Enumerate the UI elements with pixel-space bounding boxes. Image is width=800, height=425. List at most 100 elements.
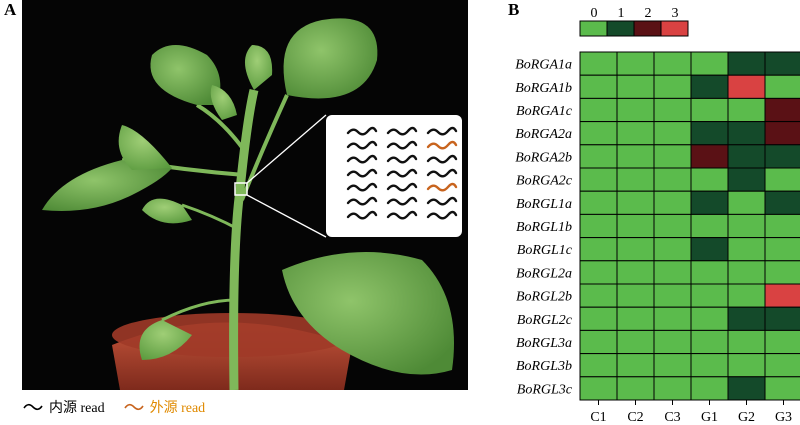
heatmap-cell [653,167,692,192]
heatmap-cell [764,329,800,355]
endogenous-read [346,196,378,206]
heatmap-cell [727,51,766,76]
row-label: BoRGL2b [516,290,572,305]
heatmap-cell [690,97,729,123]
endogenous-read [346,182,378,192]
heatmap-cell [764,144,800,169]
endogenous-read [346,210,378,220]
endogenous-read [346,140,378,150]
heatmap-cell [653,260,692,285]
heatmap-cell [727,237,766,262]
endogenous-read [426,126,458,136]
exogenous-wave-icon [123,403,144,411]
zoom-box [234,182,248,196]
row-label: BoRGL2c [517,313,573,328]
heatmap-cell [690,283,729,308]
heatmap-cell [653,376,692,401]
heatmap-cell [690,376,729,401]
heatmap-cell [579,329,618,355]
heatmap-cell [616,167,655,192]
heatmap-cell [579,353,618,378]
plant-illustration [22,0,468,390]
endogenous-read [386,154,418,164]
heatmap-cell [579,260,618,285]
column-label: G2 [738,410,755,425]
legend-endogenous-label: 内源 read [49,401,105,416]
endogenous-read [386,126,418,136]
heatmap-cell [579,167,618,192]
panel-b-letter: B [508,0,520,19]
heatmap-cell [727,306,766,331]
heatmap-cell [727,167,766,192]
heatmap-cell [616,51,655,76]
heatmap-cell [616,329,655,355]
heatmap-cell [690,353,729,378]
row-label: BoRGL1c [517,243,573,258]
row-label: BoRGL3b [516,359,572,374]
heatmap-cell [616,190,655,215]
column-label: G1 [701,410,718,425]
heatmap-cell [690,237,729,262]
legend-value-3: 3 [672,6,679,21]
heatmap-cell [727,260,766,285]
heatmap-cell [579,237,618,262]
heatmap-cell [616,121,655,146]
read-legend: 内源 read 外源 read [22,397,223,417]
legend-value-2: 2 [645,6,652,21]
legend-value-0: 0 [591,6,598,21]
heatmap-cell [653,283,692,308]
endogenous-read [426,196,458,206]
heatmap-cell [690,121,729,146]
endogenous-read [346,126,378,136]
endogenous-read [426,154,458,164]
heatmap-cell [653,213,692,239]
heatmap-cell [727,283,766,308]
heatmap-cell [653,74,692,99]
heatmap-cell [690,213,729,239]
endogenous-read [426,168,458,178]
heatmap-cell [579,144,618,169]
leaf-left [42,160,172,211]
heatmap-cell [579,376,618,401]
column-label: G3 [775,410,792,425]
heatmap-cell [764,121,800,146]
heatmap-cell [616,306,655,331]
heatmap-cell [579,306,618,331]
heatmap-cell [764,376,800,401]
heatmap-cell [727,74,766,99]
heatmap-cell [653,353,692,378]
heatmap-cell [616,213,655,239]
heatmap-cell [727,353,766,378]
row-label: BoRGA2a [515,127,572,142]
leaf-top-left [150,45,221,105]
endogenous-read [346,154,378,164]
heatmap-cell [764,97,800,123]
row-label: BoRGL1a [516,197,572,212]
legend-exogenous-label: 外源 read [149,401,206,416]
heatmap-cell [764,74,800,99]
endogenous-read [386,182,418,192]
endogenous-read [386,140,418,150]
leaf-top-right [283,18,378,99]
heatmap-cell [727,144,766,169]
heatmap-cell [690,306,729,331]
heatmap-cell [764,51,800,76]
heatmap-cell [690,51,729,76]
heatmap-cell [727,329,766,355]
heatmap-cell [579,190,618,215]
column-label: C3 [664,410,680,425]
legend-swatch-2 [633,20,662,37]
row-label: BoRGA1b [515,81,572,96]
heatmap-cell [653,237,692,262]
heatmap-cell [690,74,729,99]
heatmap-cell [653,121,692,146]
heatmap-cell [727,213,766,239]
heatmap-cell [579,74,618,99]
row-label: BoRGL2a [516,266,572,281]
endogenous-read [426,210,458,220]
row-label: BoRGL3a [516,336,572,351]
endogenous-read [386,168,418,178]
heatmap-cell [764,190,800,215]
heatmap-cell [579,97,618,123]
endogenous-read [346,168,378,178]
